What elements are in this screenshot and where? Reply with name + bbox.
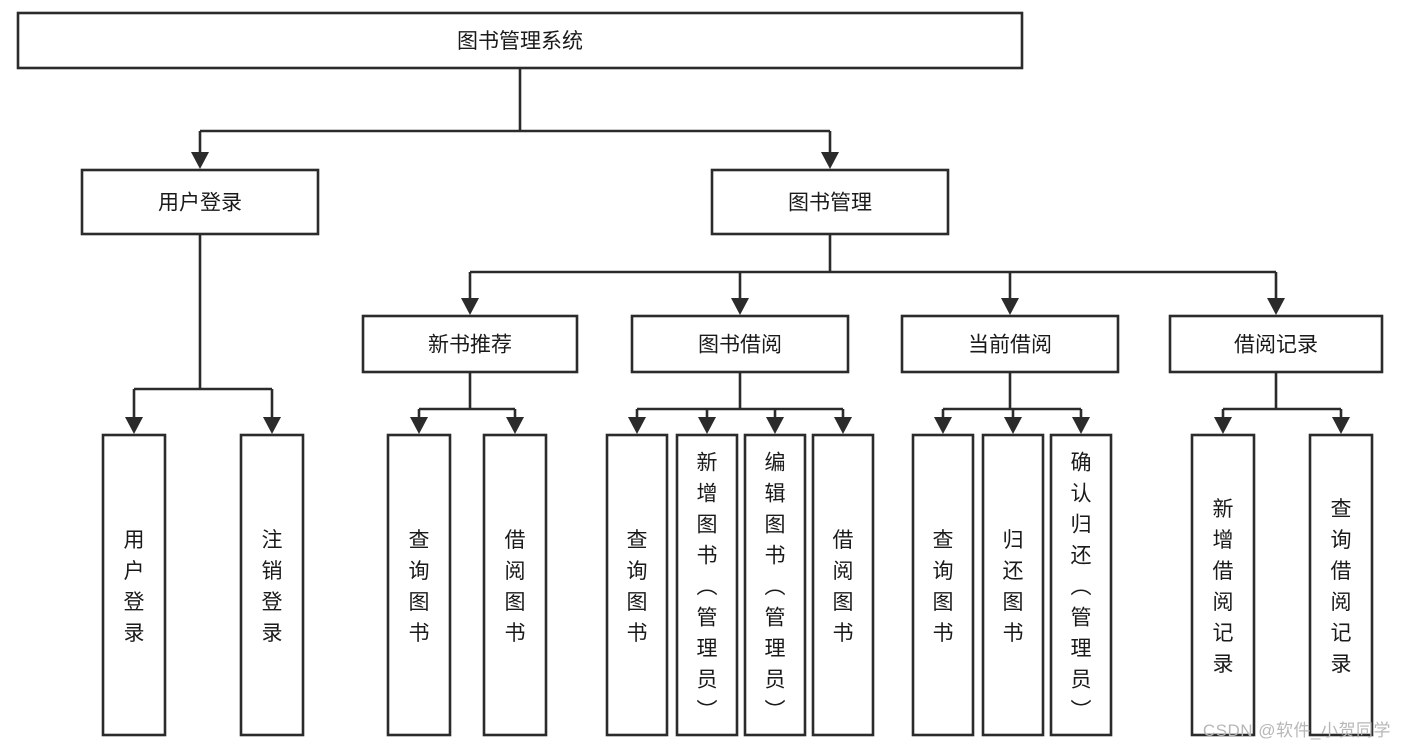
node-l2-1-label: 图书管理	[788, 192, 872, 215]
node-leaf-8-box[interactable]	[911, 433, 975, 737]
node-leaf-8-label: 查询图书	[933, 529, 954, 645]
node-leaf-5-box[interactable]	[675, 433, 739, 737]
arrow-head-icon	[1001, 298, 1019, 315]
connector-layer	[125, 68, 1350, 434]
node-leaf-11[interactable]: 新增借阅记录	[1190, 433, 1256, 737]
node-leaf-1-label: 注销登录	[262, 529, 283, 645]
node-leaf-2-box[interactable]	[386, 433, 452, 737]
arrow-head-icon	[698, 417, 716, 434]
node-leaf-6-box[interactable]	[743, 433, 807, 737]
node-leaf-1-box[interactable]	[239, 433, 305, 737]
node-l2-0[interactable]: 用户登录	[80, 168, 320, 236]
node-leaf-9-box[interactable]	[981, 433, 1045, 737]
arrow-head-icon	[821, 152, 839, 169]
arrow-head-icon	[1267, 298, 1285, 315]
node-leaf-3[interactable]: 借阅图书	[482, 433, 548, 737]
node-leaf-7-box[interactable]	[811, 433, 875, 737]
node-l3-1[interactable]: 图书借阅	[630, 314, 850, 374]
node-l3-1-label: 图书借阅	[698, 334, 782, 357]
arrow-head-icon	[1072, 417, 1090, 434]
node-leaf-10-label: 确认归还︵管理员︶	[1071, 452, 1092, 723]
node-leaf-4-box[interactable]	[605, 433, 669, 737]
arrow-head-icon	[263, 417, 281, 434]
arrow-head-icon	[191, 152, 209, 169]
node-l2-0-label: 用户登录	[158, 192, 242, 215]
arrow-head-icon	[1214, 417, 1232, 434]
node-l2-0-box[interactable]	[80, 168, 320, 236]
arrow-head-icon	[1332, 417, 1350, 434]
node-l3-2-label: 当前借阅	[968, 334, 1052, 357]
node-leaf-1[interactable]: 注销登录	[239, 433, 305, 737]
node-l3-0-label: 新书推荐	[428, 334, 512, 357]
node-l2-1-box[interactable]	[710, 168, 950, 236]
node-leaf-12-label: 查询借阅记录	[1331, 498, 1352, 676]
node-leaf-4[interactable]: 查询图书	[605, 433, 669, 737]
arrow-head-icon	[125, 417, 143, 434]
node-l3-3[interactable]: 借阅记录	[1168, 314, 1384, 374]
node-leaf-0[interactable]: 用户登录	[101, 433, 167, 737]
node-root-system-box[interactable]	[16, 11, 1024, 70]
arrow-head-icon	[934, 417, 952, 434]
node-leaf-4-label: 查询图书	[627, 529, 648, 645]
node-l3-3-box[interactable]	[1168, 314, 1384, 374]
arrow-head-icon	[731, 298, 749, 315]
node-l3-0[interactable]: 新书推荐	[361, 314, 579, 374]
node-l2-1[interactable]: 图书管理	[710, 168, 950, 236]
node-leaf-10-box[interactable]	[1049, 433, 1113, 737]
node-l3-2-box[interactable]	[900, 314, 1120, 374]
arrow-head-icon	[628, 417, 646, 434]
node-leaf-5-label: 新增图书︵管理员︶	[697, 452, 718, 723]
node-leaf-2[interactable]: 查询图书	[386, 433, 452, 737]
node-leaf-5[interactable]: 新增图书︵管理员︶	[675, 433, 739, 737]
arrow-head-icon	[461, 298, 479, 315]
node-leaf-8[interactable]: 查询图书	[911, 433, 975, 737]
node-leaf-3-label: 借阅图书	[505, 529, 526, 645]
node-leaf-9[interactable]: 归还图书	[981, 433, 1045, 737]
node-root-system-label: 图书管理系统	[457, 30, 583, 53]
arrow-head-icon	[1004, 417, 1022, 434]
node-l3-2[interactable]: 当前借阅	[900, 314, 1120, 374]
node-leaf-11-label: 新增借阅记录	[1213, 498, 1234, 676]
node-leaf-7[interactable]: 借阅图书	[811, 433, 875, 737]
node-layer: 图书管理系统用户登录图书管理新书推荐图书借阅当前借阅借阅记录用户登录注销登录查询…	[16, 11, 1384, 737]
arrow-head-icon	[834, 417, 852, 434]
node-leaf-10[interactable]: 确认归还︵管理员︶	[1049, 433, 1113, 737]
node-leaf-9-label: 归还图书	[1003, 529, 1024, 645]
arrow-head-icon	[410, 417, 428, 434]
node-leaf-0-label: 用户登录	[124, 529, 145, 645]
arrow-head-icon	[506, 417, 524, 434]
node-leaf-2-label: 查询图书	[409, 529, 430, 645]
node-l3-3-label: 借阅记录	[1234, 334, 1318, 357]
arrow-head-icon	[766, 417, 784, 434]
node-root-system[interactable]: 图书管理系统	[16, 11, 1024, 70]
node-leaf-12-box[interactable]	[1308, 433, 1374, 737]
node-l3-0-box[interactable]	[361, 314, 579, 374]
node-leaf-3-box[interactable]	[482, 433, 548, 737]
node-leaf-7-label: 借阅图书	[833, 529, 854, 645]
node-leaf-6-label: 编辑图书︵管理员︶	[765, 452, 786, 723]
node-leaf-0-box[interactable]	[101, 433, 167, 737]
node-leaf-6[interactable]: 编辑图书︵管理员︶	[743, 433, 807, 737]
node-leaf-11-box[interactable]	[1190, 433, 1256, 737]
node-leaf-12[interactable]: 查询借阅记录	[1308, 433, 1374, 737]
node-l3-1-box[interactable]	[630, 314, 850, 374]
